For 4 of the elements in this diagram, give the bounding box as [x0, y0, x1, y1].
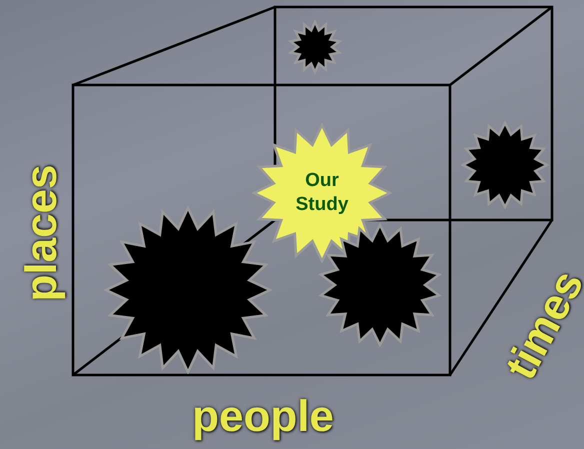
axis-label: people [191, 392, 335, 442]
axis-label: times [494, 262, 584, 390]
axis-label: places [17, 164, 67, 304]
starburst-text: Our Study [294, 169, 350, 217]
